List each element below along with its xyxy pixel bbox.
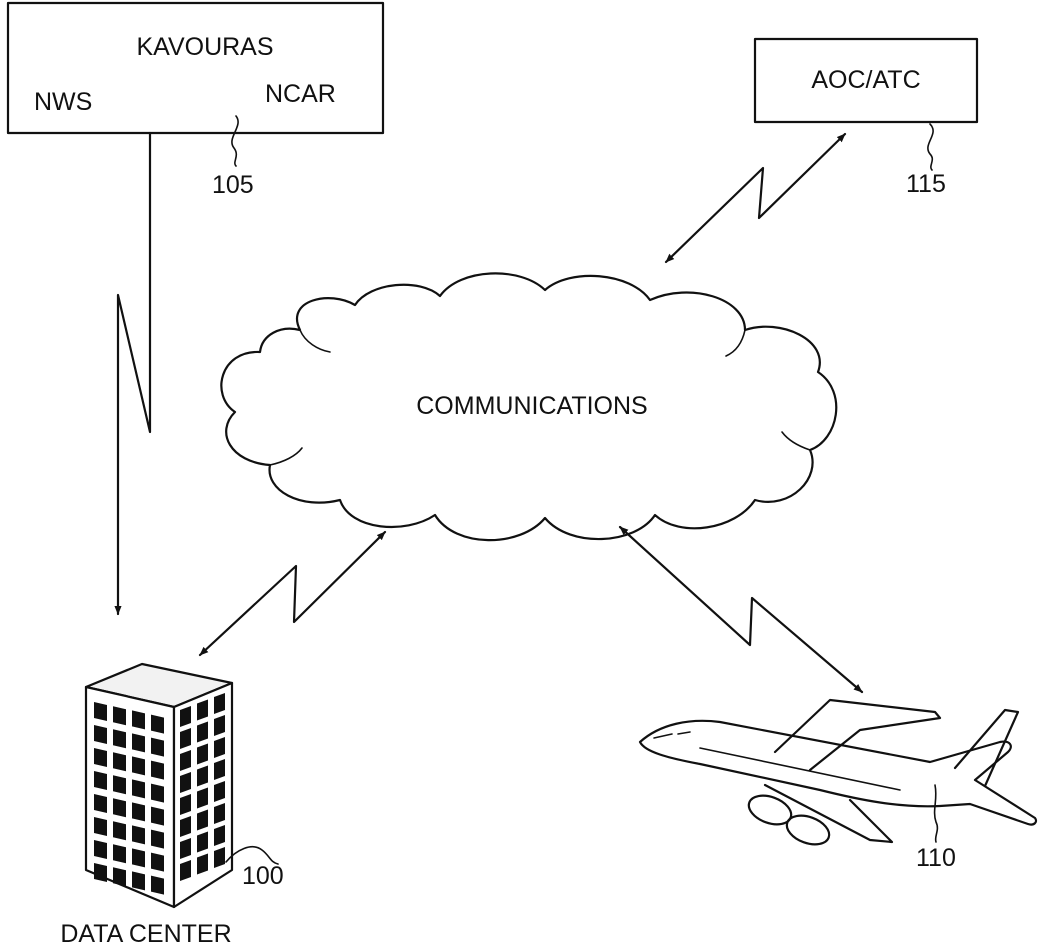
communications-cloud: COMMUNICATIONS xyxy=(220,272,838,542)
building-window xyxy=(94,840,107,859)
aircraft-cockpit-windows xyxy=(653,731,691,739)
aoc-ref-leader xyxy=(927,123,934,171)
building-window xyxy=(180,794,191,815)
building-window xyxy=(151,737,164,757)
building-window xyxy=(180,838,191,859)
cloud-aoc-arrow xyxy=(664,132,847,264)
aircraft-ref-number: 110 xyxy=(916,844,956,872)
building-window xyxy=(214,759,225,780)
building-window xyxy=(132,825,145,845)
building-window xyxy=(197,853,208,875)
source-ref-number: 105 xyxy=(212,171,254,199)
aoc-atc-frame xyxy=(753,37,979,124)
cloud-inner-curve-1 xyxy=(299,329,331,353)
building-window xyxy=(214,737,225,758)
building-window xyxy=(151,760,164,780)
building-window xyxy=(197,721,208,743)
building-window xyxy=(132,710,145,730)
weather-source-frame xyxy=(6,1,385,135)
building-window xyxy=(94,702,107,721)
aircraft-tail-fin xyxy=(953,708,1020,788)
building-window xyxy=(132,848,145,868)
building-window xyxy=(113,729,126,749)
building-window xyxy=(214,715,225,736)
building-window xyxy=(214,693,225,714)
building-window xyxy=(94,725,107,744)
building-window xyxy=(113,821,126,841)
building-window xyxy=(94,748,107,767)
building-right-windows xyxy=(180,693,225,881)
aircraft-fuselage-stripe xyxy=(699,747,901,791)
building-window xyxy=(94,794,107,813)
datacenter-label: DATA CENTER xyxy=(60,920,231,948)
building-window xyxy=(180,728,191,749)
weather-source-box: KAVOURAS NWS NCAR 105 xyxy=(6,1,385,199)
building-window xyxy=(197,809,208,831)
datacenter-ref-leader xyxy=(225,846,279,865)
building-window xyxy=(151,714,164,734)
cloud-datacenter-arrow xyxy=(198,530,387,657)
aircraft-upper-wing xyxy=(773,698,942,772)
aircraft-fuselage xyxy=(638,719,1038,826)
building-window xyxy=(132,871,145,891)
building-window xyxy=(214,847,225,868)
building-window xyxy=(180,706,191,727)
cloud-aircraft-link xyxy=(618,525,864,694)
building-window xyxy=(113,867,126,887)
building-window xyxy=(214,803,225,824)
building-left-windows xyxy=(94,702,164,895)
building-window xyxy=(197,743,208,765)
data-center-building: 100 DATA CENTER xyxy=(60,662,284,948)
building-window xyxy=(132,802,145,822)
cloud-inner-curve-2 xyxy=(725,329,746,357)
datacenter-ref-number: 100 xyxy=(242,862,284,890)
building-window xyxy=(113,706,126,726)
building-window xyxy=(132,756,145,776)
aircraft-ref-leader xyxy=(933,784,939,843)
building-window xyxy=(197,787,208,809)
building-window xyxy=(94,863,107,882)
building-window xyxy=(214,825,225,846)
aoc-ref-number: 115 xyxy=(906,170,946,198)
building-window xyxy=(214,781,225,802)
building-window xyxy=(180,860,191,881)
cloud-inner-curve-3 xyxy=(269,447,303,466)
source-datacenter-arrow xyxy=(114,131,152,616)
source-title: KAVOURAS xyxy=(136,33,273,61)
aoc-atc-label: AOC/ATC xyxy=(811,66,920,94)
building-window xyxy=(113,798,126,818)
cloud-label: COMMUNICATIONS xyxy=(416,392,647,420)
building-window xyxy=(132,733,145,753)
building-window xyxy=(180,772,191,793)
building-window xyxy=(113,844,126,864)
source-left-label: NWS xyxy=(34,88,92,116)
building-window xyxy=(113,775,126,795)
aoc-atc-box: AOC/ATC 115 xyxy=(753,37,979,198)
building-window xyxy=(180,750,191,771)
building-window xyxy=(197,831,208,853)
building-window xyxy=(151,806,164,826)
building-window xyxy=(151,875,164,895)
source-to-datacenter-link xyxy=(114,131,152,616)
cloud-aoc-link xyxy=(664,132,847,264)
building-window xyxy=(94,771,107,790)
building-window xyxy=(151,829,164,849)
cloud-inner-curve-4 xyxy=(781,431,811,451)
source-right-label: NCAR xyxy=(265,80,336,108)
building-window xyxy=(151,852,164,872)
building-window xyxy=(151,783,164,803)
building-window xyxy=(180,816,191,837)
aircraft: 110 xyxy=(638,698,1038,872)
building-window xyxy=(94,817,107,836)
aircraft-lower-wing xyxy=(763,783,894,844)
building-window xyxy=(113,752,126,772)
aircraft-engine-2 xyxy=(785,814,831,846)
cloud-datacenter-link xyxy=(198,530,387,657)
source-ref-leader xyxy=(231,115,239,167)
building-window xyxy=(197,765,208,787)
cloud-aircraft-arrow xyxy=(618,525,864,694)
building-window xyxy=(132,779,145,799)
building-window xyxy=(197,699,208,721)
